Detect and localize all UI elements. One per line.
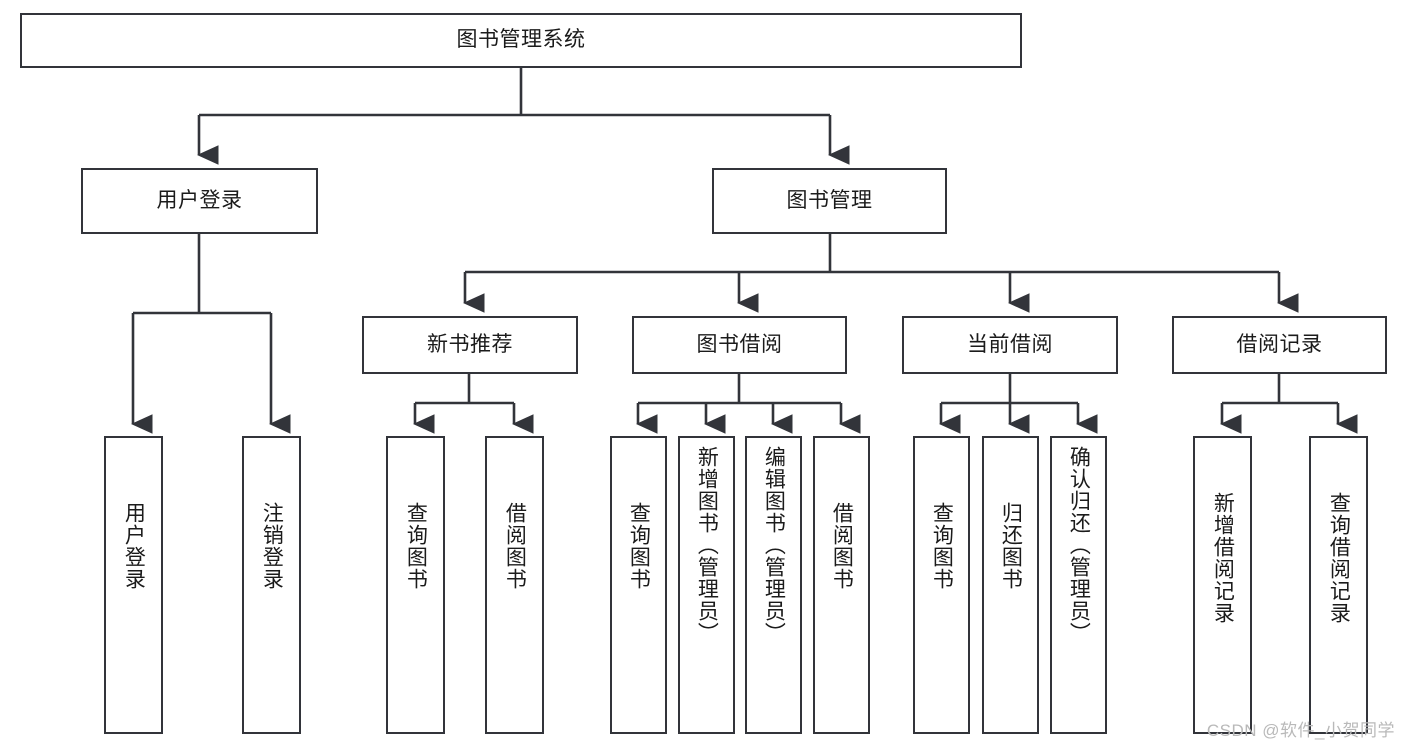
node-current-borrow-label: 当前借阅: [967, 332, 1053, 356]
node-current-borrow[interactable]: 当前借阅: [902, 316, 1118, 374]
node-leaf-query-record-label: 查询借阅记录: [1327, 492, 1351, 624]
node-leaf-add-book[interactable]: 新增图书（管理员）: [678, 436, 735, 734]
node-leaf-query-book-2[interactable]: 查询图书: [610, 436, 667, 734]
node-leaf-add-record[interactable]: 新增借阅记录: [1193, 436, 1252, 734]
node-leaf-query-book-3[interactable]: 查询图书: [913, 436, 970, 734]
node-leaf-return-book-label: 归还图书: [999, 502, 1023, 590]
node-borrow-record[interactable]: 借阅记录: [1172, 316, 1387, 374]
node-book-borrow[interactable]: 图书借阅: [632, 316, 847, 374]
node-book-manage[interactable]: 图书管理: [712, 168, 947, 234]
node-leaf-query-record[interactable]: 查询借阅记录: [1309, 436, 1368, 734]
node-leaf-add-book-label: 新增图书（管理员）: [695, 446, 719, 644]
node-leaf-borrow-book-1-label: 借阅图书: [503, 502, 527, 590]
node-leaf-query-book-3-label: 查询图书: [930, 502, 954, 590]
node-user-login-label: 用户登录: [156, 188, 243, 212]
node-book-borrow-label: 图书借阅: [696, 332, 783, 356]
node-leaf-borrow-book-1[interactable]: 借阅图书: [485, 436, 544, 734]
node-leaf-borrow-book-2[interactable]: 借阅图书: [813, 436, 870, 734]
node-root[interactable]: 图书管理系统: [20, 13, 1022, 68]
node-leaf-logout-label: 注销登录: [260, 502, 284, 590]
node-new-book-rec-label: 新书推荐: [427, 332, 513, 356]
node-new-book-rec[interactable]: 新书推荐: [362, 316, 578, 374]
node-leaf-add-record-label: 新增借阅记录: [1211, 492, 1235, 624]
node-root-label: 图书管理系统: [456, 28, 586, 52]
node-leaf-edit-book-label: 编辑图书（管理员）: [762, 446, 786, 644]
node-leaf-confirm-return[interactable]: 确认归还（管理员）: [1050, 436, 1107, 734]
node-leaf-logout[interactable]: 注销登录: [242, 436, 301, 734]
node-leaf-query-book-2-label: 查询图书: [627, 502, 651, 590]
node-leaf-confirm-return-label: 确认归还（管理员）: [1067, 446, 1091, 644]
node-leaf-return-book[interactable]: 归还图书: [982, 436, 1039, 734]
node-leaf-borrow-book-2-label: 借阅图书: [830, 502, 854, 590]
node-leaf-query-book-1[interactable]: 查询图书: [386, 436, 445, 734]
node-book-manage-label: 图书管理: [786, 188, 873, 212]
node-borrow-record-label: 借阅记录: [1236, 332, 1323, 356]
node-leaf-user-login[interactable]: 用户登录: [104, 436, 163, 734]
node-user-login[interactable]: 用户登录: [81, 168, 318, 234]
node-leaf-user-login-label: 用户登录: [122, 502, 146, 590]
node-leaf-query-book-1-label: 查询图书: [404, 502, 428, 590]
node-leaf-edit-book[interactable]: 编辑图书（管理员）: [745, 436, 802, 734]
